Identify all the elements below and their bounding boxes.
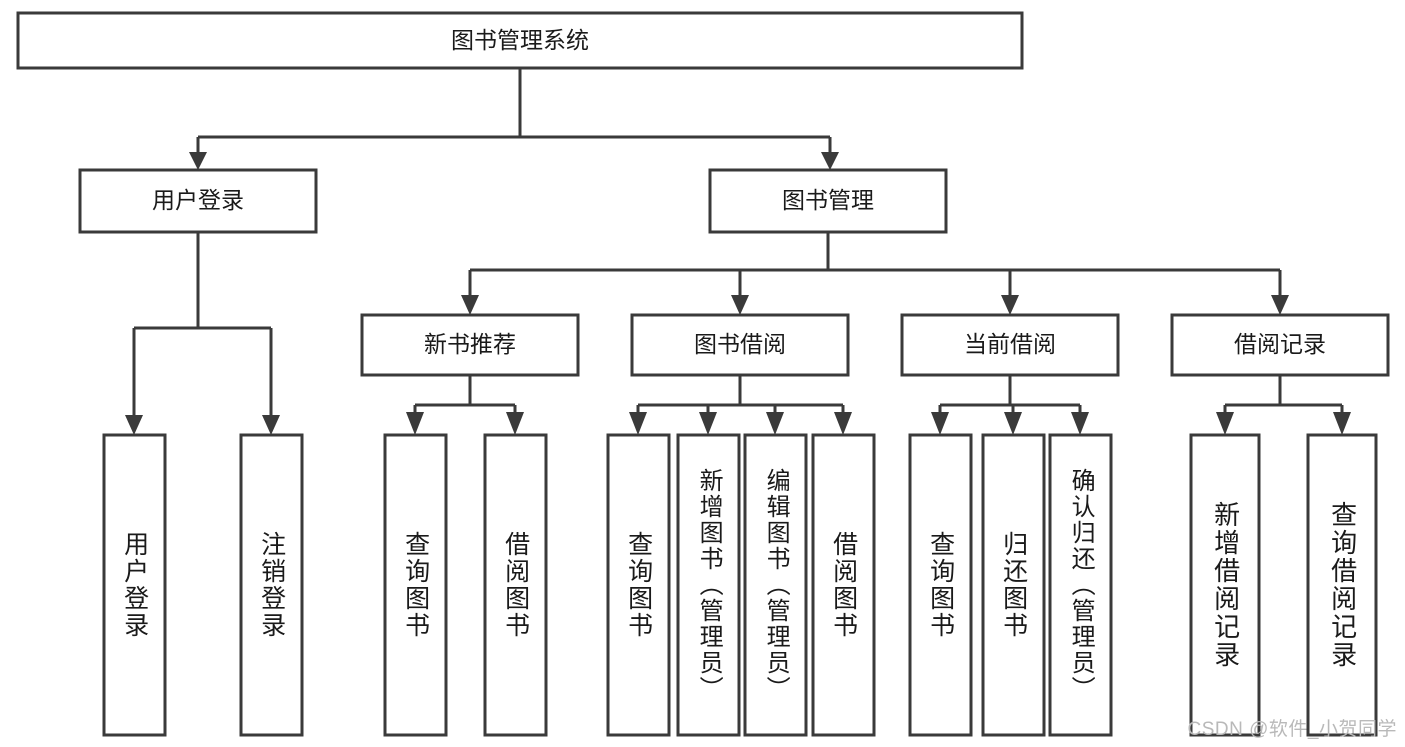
leaf-query-book-2-label: 查询图书	[624, 531, 653, 639]
node-borrow-record-box[interactable]	[1170, 313, 1390, 377]
arrowhead-leaf-user-login	[125, 415, 143, 435]
node-root-label: 图书管理系统	[451, 27, 589, 53]
leaf-confirm-return-admin[interactable]: 确认归还（管理员）	[1050, 435, 1111, 735]
leaf-confirm-return-admin-box[interactable]	[1048, 433, 1113, 737]
leaf-edit-book-admin-box[interactable]	[743, 433, 808, 737]
arrowhead-new-book-recommend	[461, 295, 479, 315]
leaf-query-book-3[interactable]: 查询图书	[910, 435, 971, 735]
node-borrow-record-label: 借阅记录	[1234, 331, 1326, 357]
node-book-borrow[interactable]: 图书借阅	[630, 313, 850, 377]
node-user-login-box[interactable]	[78, 168, 318, 234]
node-new-book-recommend-label: 新书推荐	[424, 331, 516, 357]
leaf-borrow-book-1-label: 借阅图书	[501, 531, 530, 639]
leaf-edit-book-admin[interactable]: 编辑图书（管理员）	[745, 435, 806, 735]
leaf-borrow-book-1-box[interactable]	[483, 433, 548, 737]
connectors-group	[125, 68, 1351, 435]
node-current-borrow-label: 当前借阅	[964, 331, 1056, 357]
arrowhead-leaf-add-book-admin	[699, 412, 717, 435]
leaf-query-book-2[interactable]: 查询图书	[608, 435, 669, 735]
leaf-borrow-book-1[interactable]: 借阅图书	[485, 435, 546, 735]
node-book-borrow-box[interactable]	[630, 313, 850, 377]
leaf-query-book-3-label: 查询图书	[926, 531, 955, 639]
node-new-book-recommend-box[interactable]	[360, 313, 580, 377]
leaf-query-book-1-box[interactable]	[383, 433, 448, 737]
arrowhead-leaf-add-borrow-record	[1216, 412, 1234, 435]
arrowhead-leaf-return-book	[1004, 412, 1022, 435]
leaf-user-login-label: 用户登录	[120, 531, 149, 639]
leaf-return-book[interactable]: 归还图书	[983, 435, 1044, 735]
node-user-login[interactable]: 用户登录	[78, 168, 318, 234]
arrowhead-user-login	[189, 152, 207, 170]
leaf-logout-login-label: 注销登录	[257, 531, 286, 639]
leaf-add-borrow-record-box[interactable]	[1189, 433, 1261, 737]
arrowhead-current-borrow	[1001, 295, 1019, 315]
arrowhead-leaf-confirm-return-admin	[1071, 412, 1089, 435]
arrowhead-leaf-query-borrow-record	[1333, 412, 1351, 435]
leaf-borrow-book-2[interactable]: 借阅图书	[813, 435, 874, 735]
leaf-borrow-book-2-box[interactable]	[811, 433, 876, 737]
leaf-return-book-box[interactable]	[981, 433, 1046, 737]
arrowhead-book-manage	[821, 152, 839, 170]
node-current-borrow-box[interactable]	[900, 313, 1120, 377]
leaf-confirm-return-admin-label: 确认归还（管理员）	[1067, 468, 1095, 702]
node-borrow-record[interactable]: 借阅记录	[1170, 313, 1390, 377]
leaf-query-book-1[interactable]: 查询图书	[385, 435, 446, 735]
arrowhead-borrow-record	[1271, 295, 1289, 315]
arrowhead-book-borrow	[731, 295, 749, 315]
node-book-manage-label: 图书管理	[782, 187, 874, 213]
leaf-query-borrow-record-box[interactable]	[1306, 433, 1378, 737]
node-root[interactable]: 图书管理系统	[16, 11, 1024, 70]
leaf-logout-login-box[interactable]	[239, 433, 304, 737]
leaf-return-book-label: 归还图书	[999, 531, 1028, 639]
leaf-add-book-admin-label: 新增图书（管理员）	[695, 468, 723, 702]
node-book-manage[interactable]: 图书管理	[708, 168, 948, 234]
leaf-boxes-group	[102, 433, 1378, 737]
leaf-user-login[interactable]: 用户登录	[104, 435, 165, 735]
leaf-logout-login[interactable]: 注销登录	[241, 435, 302, 735]
leaf-query-borrow-record[interactable]: 查询借阅记录	[1308, 435, 1376, 735]
leaf-query-book-1-label: 查询图书	[401, 531, 430, 639]
node-root-box[interactable]	[16, 11, 1024, 70]
arrowhead-leaf-borrow-book-2	[834, 412, 852, 435]
node-new-book-recommend[interactable]: 新书推荐	[360, 313, 580, 377]
arrowhead-leaf-edit-book-admin	[766, 412, 784, 435]
arrowhead-leaf-query-book-1	[406, 412, 424, 435]
leaf-add-borrow-record[interactable]: 新增借阅记录	[1191, 435, 1259, 735]
leaf-borrow-book-2-label: 借阅图书	[829, 531, 858, 639]
leaf-query-borrow-record-label: 查询借阅记录	[1327, 501, 1358, 669]
csdn-watermark: CSDN @软件_小贺同学	[1187, 719, 1397, 740]
node-book-manage-box[interactable]	[708, 168, 948, 234]
leaf-edit-book-admin-label: 编辑图书（管理员）	[762, 468, 790, 702]
node-user-login-label: 用户登录	[152, 187, 244, 213]
leaf-add-borrow-record-label: 新增借阅记录	[1210, 501, 1241, 669]
node-current-borrow[interactable]: 当前借阅	[900, 313, 1120, 377]
leaf-query-book-2-box[interactable]	[606, 433, 671, 737]
leaf-query-book-3-box[interactable]	[908, 433, 973, 737]
leaf-add-book-admin-box[interactable]	[676, 433, 741, 737]
arrowhead-leaf-query-book-3	[931, 412, 949, 435]
node-book-borrow-label: 图书借阅	[694, 331, 786, 357]
arrowhead-leaf-query-book-2	[629, 412, 647, 435]
leaf-add-book-admin[interactable]: 新增图书（管理员）	[678, 435, 739, 735]
arrowhead-leaf-borrow-book-1	[506, 412, 524, 435]
arrowhead-leaf-logout-login	[262, 415, 280, 435]
leaf-user-login-box[interactable]	[102, 433, 167, 737]
